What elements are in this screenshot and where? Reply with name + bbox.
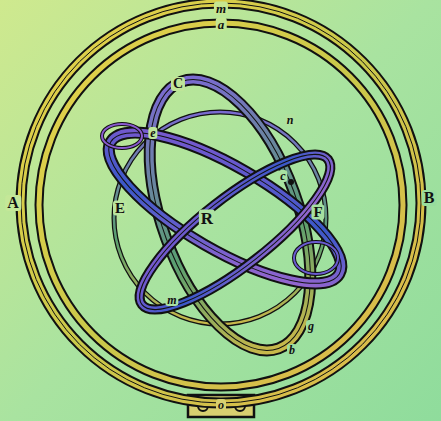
letter-label: m (165, 294, 178, 306)
ring-band (39, 23, 403, 387)
letter-label: C (171, 77, 185, 91)
ring-band (21, 3, 421, 403)
ring-band (121, 133, 349, 332)
inner-rings (90, 58, 361, 371)
letter-label: a (216, 18, 227, 31)
pivot (288, 179, 294, 185)
polar-circle (294, 242, 338, 274)
ring-outline (21, 3, 421, 403)
letter-label: m (214, 2, 228, 15)
polar-circle (102, 124, 142, 148)
letter-label: B (422, 190, 437, 206)
letter-label: R (199, 210, 215, 227)
ring-outline (39, 23, 403, 387)
letter-label: c (278, 170, 287, 182)
letter-label: g (306, 320, 316, 332)
letter-label: b (287, 344, 297, 356)
ring-line (21, 3, 421, 403)
ring-line (121, 133, 349, 332)
polar-circle (294, 242, 338, 274)
letter-label: n (285, 114, 296, 126)
polar-circle (102, 124, 142, 148)
letter-label: E (113, 201, 127, 216)
letter-label: e (148, 127, 157, 139)
letter-label: o (216, 399, 226, 411)
letter-label: A (5, 195, 21, 211)
letter-label: F (311, 205, 324, 220)
outer-rings (21, 3, 421, 403)
ring-outline (121, 133, 349, 332)
